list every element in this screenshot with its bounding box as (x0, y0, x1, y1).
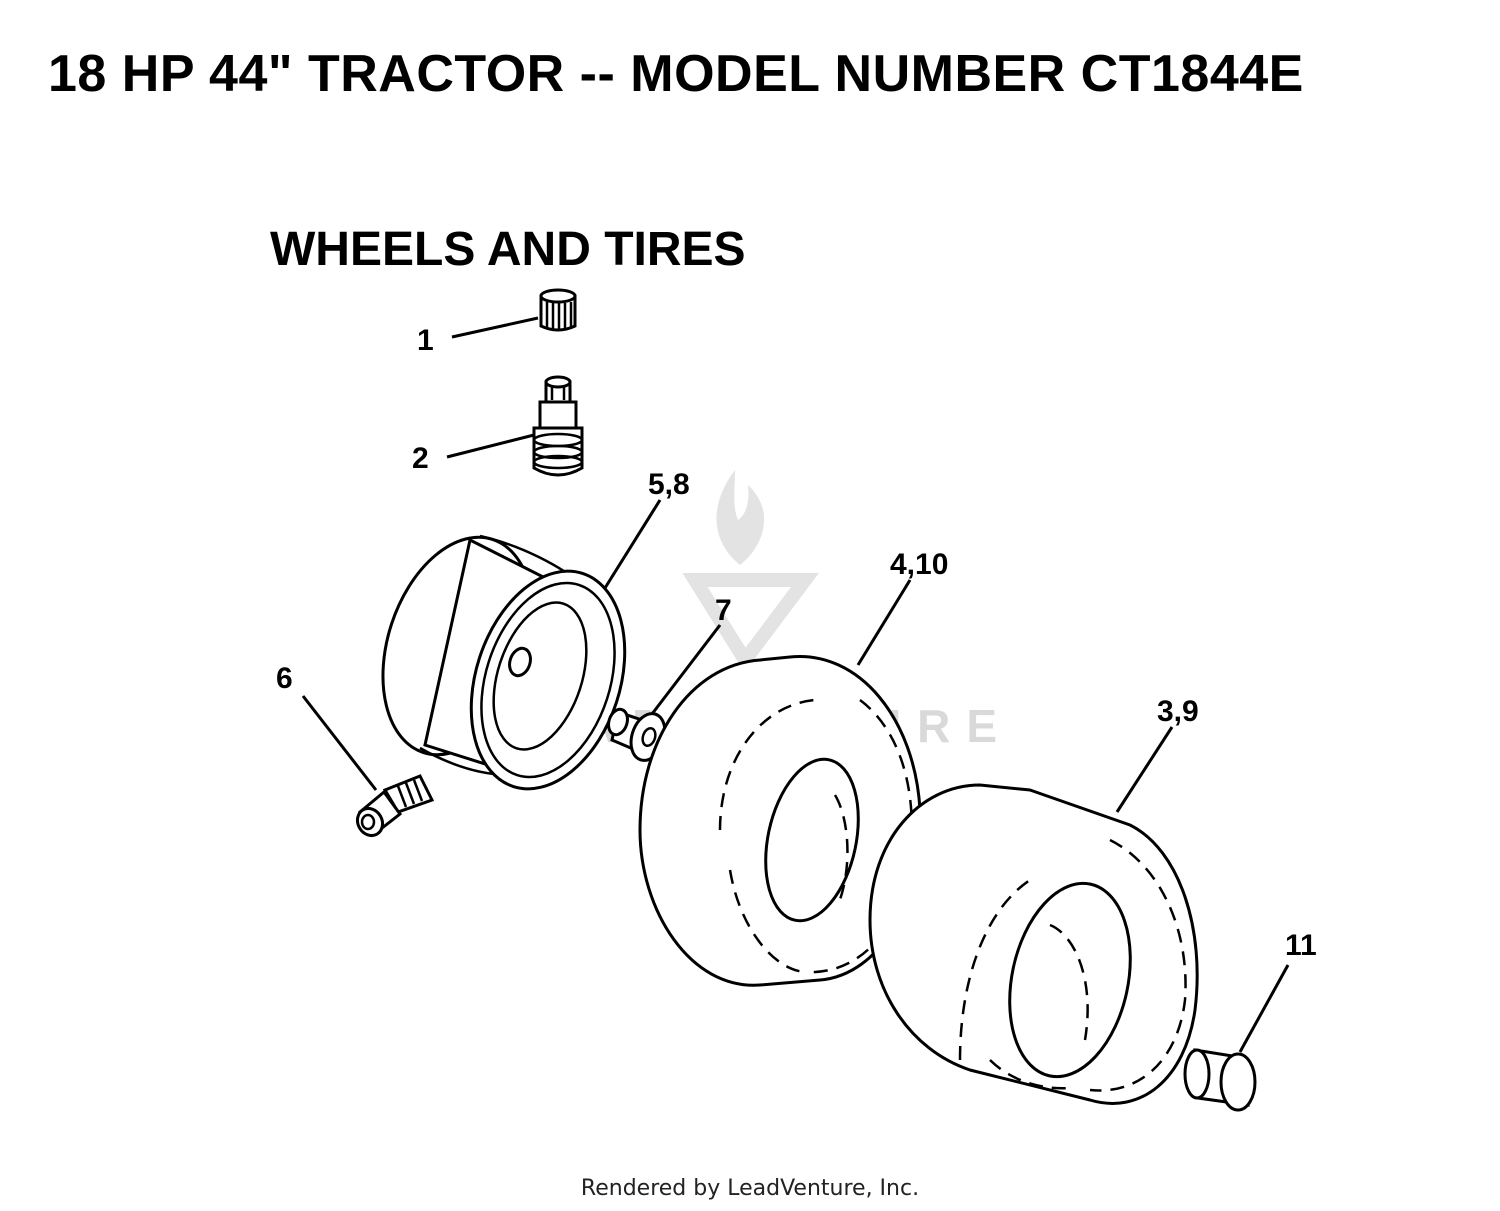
page-title: 18 HP 44" TRACTOR -- MODEL NUMBER CT1844… (48, 45, 1304, 103)
callout-7: 7 (715, 594, 732, 627)
callout-3-9: 3,9 (1157, 695, 1199, 728)
callout-labels: 1 2 5,8 4,10 7 6 3,9 11 (276, 324, 1317, 962)
callout-5-8: 5,8 (648, 468, 690, 501)
center-cap (1183, 1048, 1257, 1112)
valve-cap (539, 288, 577, 332)
wheel-rim (381, 534, 627, 791)
flame-icon (716, 470, 765, 565)
front-tire (638, 655, 922, 987)
leader-11 (1238, 964, 1290, 1053)
leader-6 (301, 695, 378, 791)
bolt (355, 774, 435, 838)
v-logo-icon (682, 573, 819, 673)
leader-3-9 (1115, 726, 1174, 813)
leader-1 (451, 316, 539, 339)
callout-11: 11 (1285, 929, 1317, 962)
leader-lines (301, 316, 1290, 1053)
callout-2: 2 (412, 442, 429, 475)
rear-tire (868, 783, 1199, 1105)
callout-4-10: 4,10 (890, 548, 948, 581)
leader-2 (446, 433, 535, 459)
leader-5-8 (603, 499, 662, 589)
footer-credit: Rendered by LeadVenture, Inc. (580, 1176, 920, 1201)
valve-stem (532, 375, 584, 477)
section-title: WHEELS AND TIRES (270, 223, 746, 276)
leader-4-10 (856, 579, 912, 666)
callout-6: 6 (276, 662, 293, 695)
leader-7 (650, 624, 722, 715)
callout-1: 1 (417, 324, 434, 357)
